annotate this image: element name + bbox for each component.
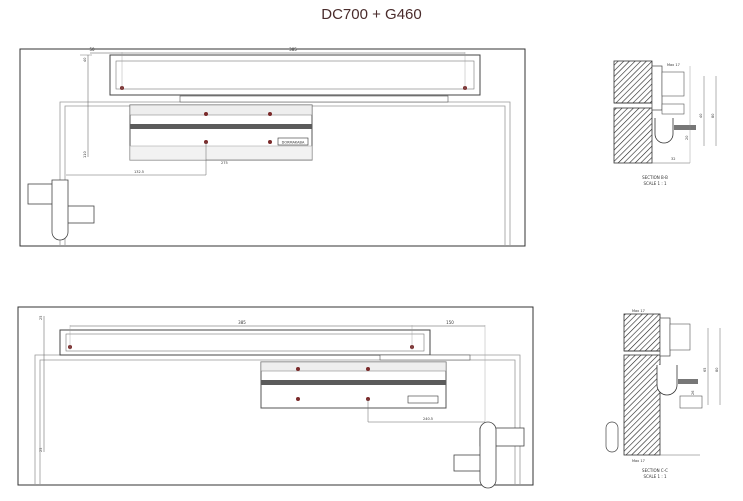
section-bb: Max 17 40 80 20 32 SECTION B-B SCALE 1 :…	[613, 60, 717, 186]
bottom-dim-vert-top: 25	[39, 316, 43, 320]
bottom-dim-vert-bottom: 25	[39, 448, 43, 452]
brand-plate	[277, 137, 309, 146]
section-bb-wall-top	[613, 60, 653, 104]
bottom-dim-main: 385	[238, 320, 246, 325]
section-cc-arm	[656, 365, 678, 396]
section-cc-wall-bottom	[623, 354, 661, 456]
section-bb-dim-right2: 80	[711, 114, 715, 118]
top-dim-low: 132.5	[134, 170, 144, 174]
section-cc-scale: SCALE 1 : 1	[643, 474, 667, 479]
section-cc: Max 17 65 80 26 Max 17 SECTION C-C SCALE…	[605, 309, 721, 479]
top-closer-body	[109, 54, 481, 96]
section-bb-scale: SCALE 1 : 1	[643, 181, 667, 186]
section-cc-dim-inner: 26	[691, 391, 695, 395]
section-bb-dim-top: Max 17	[667, 63, 680, 67]
brand-plate-text: DORMAKABA	[282, 141, 305, 145]
section-cc-dim-right2: 80	[715, 368, 719, 372]
top-dim-main: 385	[289, 47, 297, 52]
section-bb-label: SECTION B-B	[642, 175, 668, 180]
section-bb-dim-right1: 40	[699, 114, 703, 118]
section-cc-hinge	[605, 421, 619, 453]
bottom-view-frame	[17, 306, 534, 486]
section-cc-dim-bottom: Max 17	[632, 459, 645, 463]
section-bb-wall-bottom	[613, 107, 653, 164]
bottom-hinge	[453, 421, 525, 489]
section-bb-dim-inner: 20	[685, 136, 689, 140]
bottom-dim-right: 150	[446, 320, 454, 325]
top-dim-vert-bottom: 110	[83, 151, 87, 158]
top-view-frame	[19, 48, 526, 247]
section-cc-dim-top: Max 17	[632, 309, 645, 313]
bottom-view: 385 150 25 25 240.5	[17, 306, 534, 489]
section-cc-wall-top	[623, 313, 661, 352]
top-view: DORMAKABA 385 50 40 110 275 132.5	[19, 47, 526, 247]
top-dim-mid: 275	[221, 161, 228, 165]
section-bb-arm	[654, 118, 674, 144]
top-dim-left: 50	[89, 47, 95, 52]
top-dim-vert-top: 40	[83, 58, 87, 62]
bottom-dim-low: 240.5	[423, 417, 433, 421]
section-bb-dim-bottom: 32	[671, 157, 675, 161]
top-hinge	[27, 179, 95, 241]
section-cc-label: SECTION C-C	[642, 468, 668, 473]
drawing-title: DC700 + G460	[321, 6, 422, 23]
section-cc-dim-right1: 65	[703, 368, 707, 372]
